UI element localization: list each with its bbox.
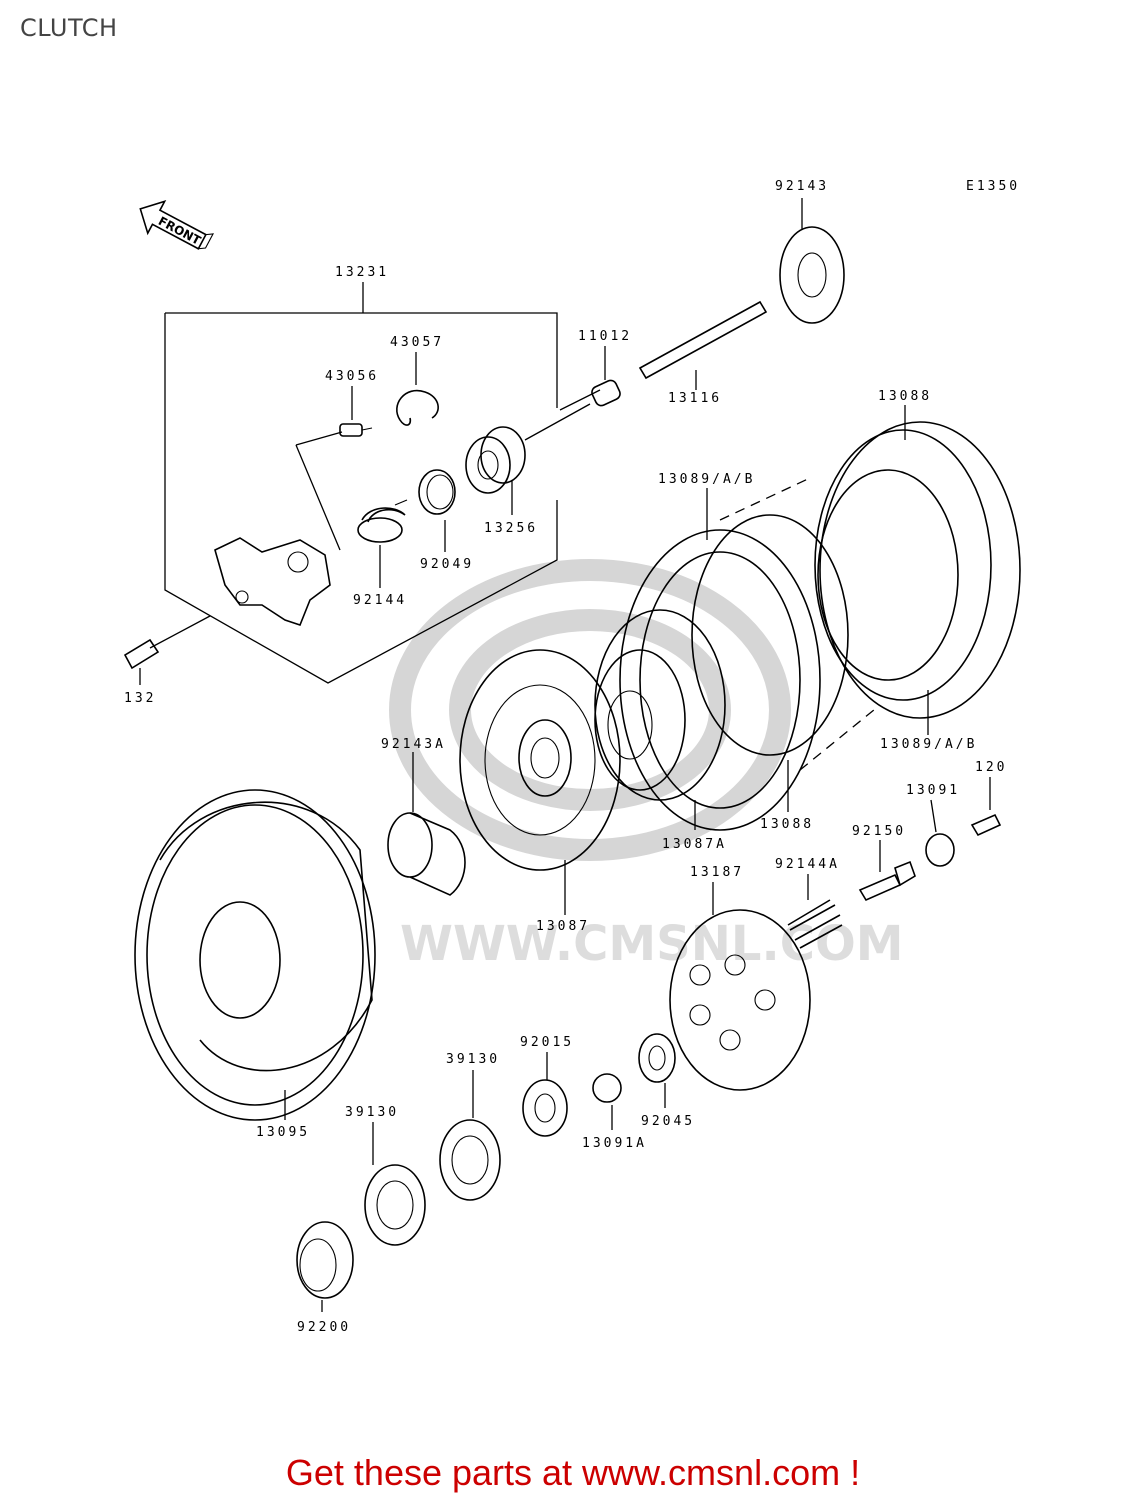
part-label: 92200: [297, 1320, 351, 1335]
part-label: 43057: [390, 335, 444, 350]
part-label: 13089/A/B: [658, 472, 755, 487]
part-label: 13116: [668, 391, 722, 406]
release-lever-body: [214, 431, 343, 626]
part-label: 13187: [690, 865, 744, 880]
grease-fitting: [339, 423, 373, 437]
release-assembly-bracket: [164, 282, 558, 684]
part-label: 13256: [484, 521, 538, 536]
part-label: 92049: [420, 557, 474, 572]
part-label: 13091: [906, 783, 960, 798]
part-label: 13089/A/B: [880, 737, 977, 752]
part-label: 43056: [325, 369, 379, 384]
part-label: 132: [124, 691, 156, 706]
part-label: 11012: [578, 329, 632, 344]
collar-92143: [779, 226, 845, 324]
page-title: CLUTCH: [20, 14, 118, 42]
part-label: 92015: [520, 1035, 574, 1050]
pressure-plate: [459, 649, 621, 871]
clutch-nut: [522, 1052, 568, 1137]
part-label: 39130: [345, 1105, 399, 1120]
lock-washer-1: [439, 1070, 501, 1201]
part-label: 92143A: [381, 737, 446, 752]
part-label: 13088: [878, 389, 932, 404]
spring-plate: [669, 882, 811, 1091]
cmsnl-parts-link[interactable]: Get these parts at www.cmsnl.com !: [285, 1452, 861, 1493]
bolt-132: [123, 615, 211, 685]
part-label: 13087A: [662, 837, 727, 852]
washer-13091: [925, 833, 955, 867]
part-label: 92045: [641, 1114, 695, 1129]
bushing: [387, 812, 466, 896]
pushrod: [559, 300, 768, 411]
front-label: FRONT: [156, 214, 204, 248]
clutch-housing: [134, 789, 376, 1121]
spacer-13091a: [592, 1073, 622, 1103]
diagram-code: E1350: [966, 179, 1020, 194]
part-label: 120: [975, 760, 1007, 775]
bolt-120: [970, 777, 1002, 837]
retaining-clip: [396, 389, 439, 426]
collar-92200: [296, 1221, 354, 1312]
part-label: 13091A: [582, 1136, 647, 1151]
watermark-text: WWW.CMSNL.COM: [400, 916, 904, 972]
cmsnl-watermark: WWW.CMSNL.COM: [389, 559, 904, 972]
pushrod-end: [591, 379, 621, 407]
part-label: 13231: [335, 265, 389, 280]
part-label: 92144A: [775, 857, 840, 872]
release-bearing: [465, 403, 591, 494]
clutch-bolt: [858, 840, 916, 902]
lock-washer-2: [364, 1122, 426, 1246]
part-label: 92144: [353, 593, 407, 608]
clutch-hub: [594, 609, 726, 801]
oil-seal: [418, 469, 456, 515]
clutch-spring: [787, 874, 843, 949]
part-label: 13088: [760, 817, 814, 832]
ball-bearing: [638, 1033, 676, 1108]
front-arrow-icon: FRONT: [139, 200, 215, 250]
part-label: 13087: [536, 919, 590, 934]
return-spring: [357, 499, 408, 543]
part-label: 39130: [446, 1052, 500, 1067]
part-label: 92150: [852, 824, 906, 839]
part-label: 92143: [775, 179, 829, 194]
clutch-plates-group: [619, 421, 1021, 831]
part-label: 13095: [256, 1125, 310, 1140]
